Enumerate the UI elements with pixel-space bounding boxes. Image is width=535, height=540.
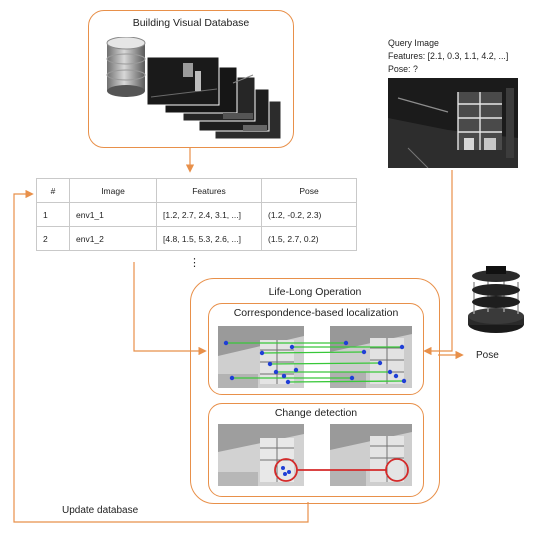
table-cell: env1_2 xyxy=(69,226,157,251)
table-cell: [1.2, 2.7, 2.4, 3.1, ...] xyxy=(156,202,262,227)
update-database-label: Update database xyxy=(62,505,139,516)
table-header: # xyxy=(36,178,70,203)
database-table: # Image Features Pose 1 env1_1 [1.2, 2.7… xyxy=(36,178,357,251)
table-header-row: # Image Features Pose xyxy=(36,178,357,203)
table-header: Image xyxy=(69,178,157,203)
database-panel-title: Building Visual Database xyxy=(132,17,250,29)
table-cell: env1_1 xyxy=(69,202,157,227)
table-cell: 1 xyxy=(36,202,70,227)
pose-output-label: Pose xyxy=(476,350,499,361)
table-ellipsis: ⋮ xyxy=(189,257,200,269)
database-image-stack xyxy=(146,56,282,140)
query-pose: Pose: ? xyxy=(388,64,418,74)
database-icon xyxy=(106,37,146,97)
localization-image-left xyxy=(218,326,304,388)
localization-image-right xyxy=(330,326,412,388)
query-features: Features: [2.1, 0.3, 1.1, 4.2, ...] xyxy=(388,51,509,61)
database-panel: Building Visual Database xyxy=(88,10,294,148)
robot-icon xyxy=(468,266,524,333)
query-title: Query Image xyxy=(388,38,439,48)
table-header: Pose xyxy=(261,178,357,203)
table-header: Features xyxy=(156,178,262,203)
change-image-right xyxy=(330,424,412,486)
table-row: 2 env1_2 [4.8, 1.5, 5.3, 2.6, ...] (1.5,… xyxy=(36,226,357,251)
change-image-left xyxy=(218,424,304,486)
table-cell: (1.2, -0.2, 2.3) xyxy=(261,202,357,227)
table-cell: 2 xyxy=(36,226,70,251)
localization-title: Correspondence-based localization xyxy=(233,307,399,319)
query-image xyxy=(388,78,518,168)
table-cell: [4.8, 1.5, 5.3, 2.6, ...] xyxy=(156,226,262,251)
change-detection-title: Change detection xyxy=(274,407,358,419)
lifelong-title: Life-Long Operation xyxy=(268,286,362,298)
table-row: 1 env1_1 [1.2, 2.7, 2.4, 3.1, ...] (1.2,… xyxy=(36,202,357,227)
table-cell: (1.5, 2.7, 0.2) xyxy=(261,226,357,251)
